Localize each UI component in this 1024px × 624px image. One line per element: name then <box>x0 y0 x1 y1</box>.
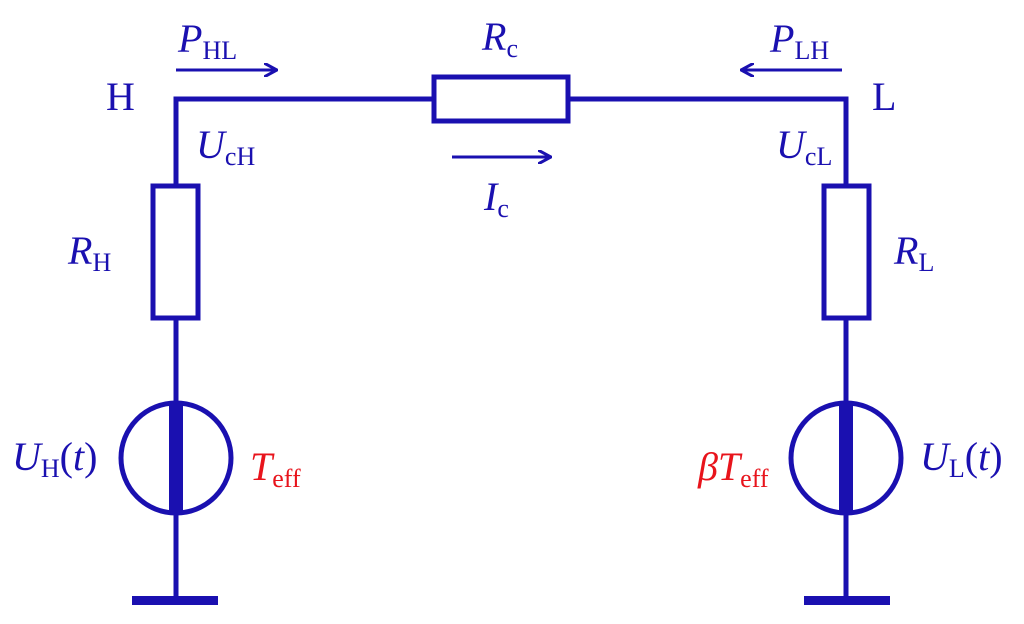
resistor-rl <box>821 183 872 321</box>
label-u-ch: UcH <box>196 122 255 171</box>
label-u-h-t: UH(t) <box>12 434 97 483</box>
resistor-rh <box>150 183 201 321</box>
label-p-lh: PLH <box>769 16 829 65</box>
label-i-c: Ic <box>483 174 509 223</box>
label-p-hl: PHL <box>177 16 237 65</box>
label-r-c: Rc <box>481 14 518 63</box>
label-r-l: RL <box>893 228 934 277</box>
label-u-cl: UcL <box>776 122 832 171</box>
source-right <box>788 400 904 516</box>
label-t-eff: Teff <box>250 444 301 493</box>
label-beta-t-eff: βTeff <box>697 444 769 493</box>
label-node-h: H <box>106 74 135 119</box>
ground-left <box>132 596 218 605</box>
source-left <box>118 400 234 516</box>
label-node-l: L <box>872 74 896 119</box>
wires <box>173 96 849 600</box>
label-u-l-t: UL(t) <box>920 434 1003 483</box>
label-r-h: RH <box>67 228 111 277</box>
ground-right <box>804 596 890 605</box>
resistor-rc <box>431 74 571 124</box>
